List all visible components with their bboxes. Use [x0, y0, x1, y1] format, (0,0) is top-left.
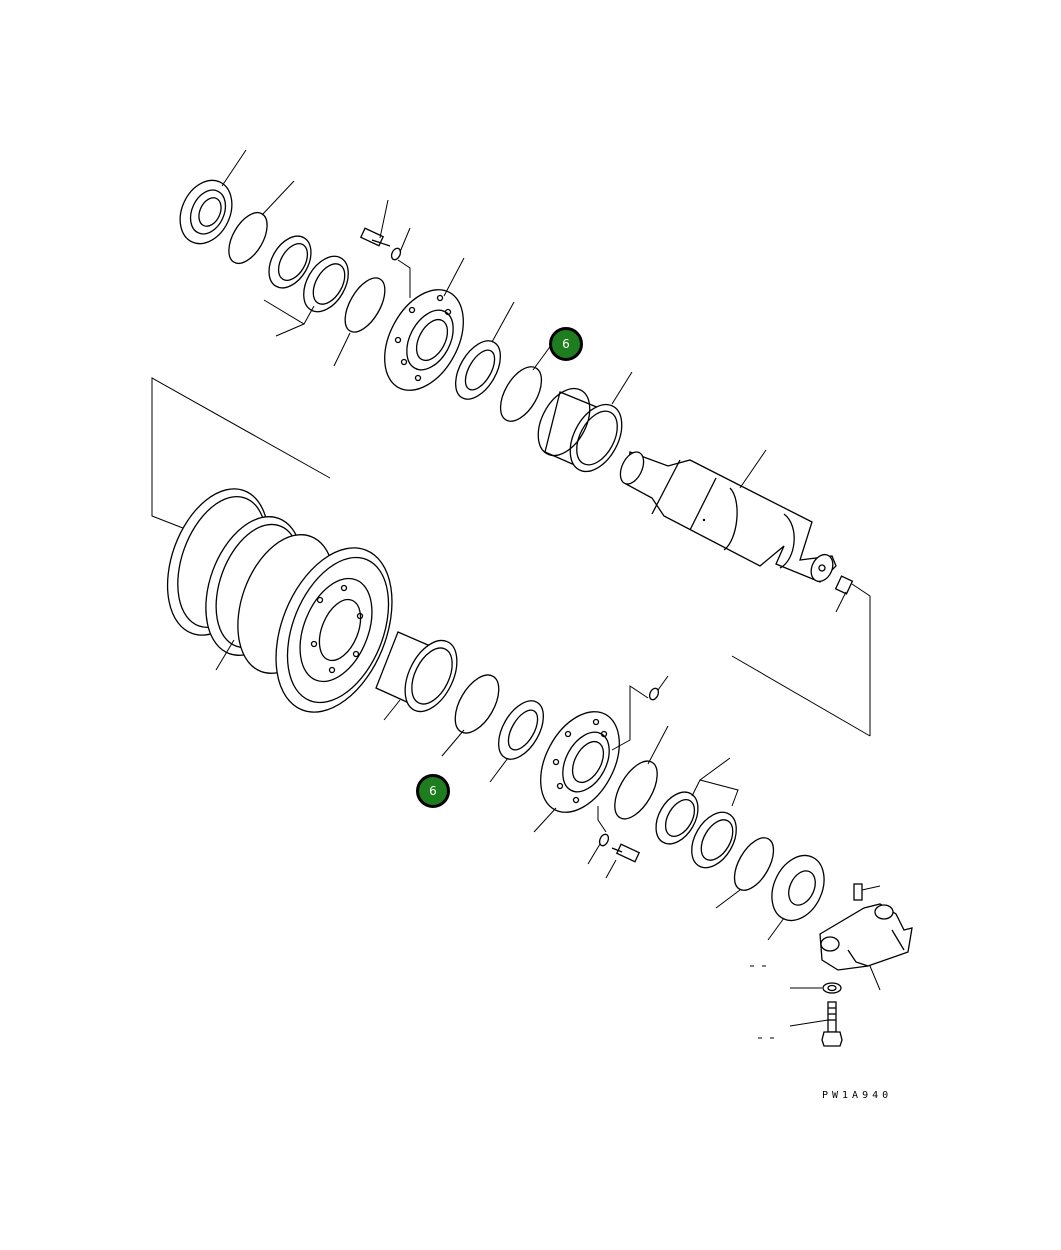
callout-6-lower[interactable]: 6	[416, 774, 450, 808]
thrust-washer-lower	[489, 700, 544, 783]
o-ring-upper-1	[228, 180, 295, 265]
support-bracket	[750, 903, 913, 991]
washer-lower-top	[648, 675, 669, 701]
collar-lower	[533, 685, 649, 833]
plug	[834, 575, 871, 736]
bushing-lower	[375, 631, 458, 721]
seal-ring-upper-b	[263, 255, 349, 337]
seal-ring-lower-b	[691, 757, 739, 869]
o-ring-lower-2	[614, 725, 669, 820]
roller-body	[166, 488, 393, 713]
floating-seal-lower	[767, 854, 825, 941]
thrust-washer-upper	[455, 301, 515, 400]
seal-ring-upper-a	[268, 235, 312, 289]
washer-upper	[390, 227, 411, 298]
bolt-upper	[359, 199, 391, 247]
bolt-bottom	[758, 1001, 843, 1047]
o-ring-upper-2	[333, 277, 386, 367]
washer-lower	[587, 806, 610, 865]
floating-seal-upper	[179, 149, 247, 245]
shaft	[619, 449, 837, 583]
seal-ring-lower-a	[655, 791, 699, 845]
pin	[853, 883, 881, 901]
o-ring-lower-3	[715, 837, 775, 909]
bracket-lines	[151, 377, 871, 737]
bolt-lower	[605, 843, 641, 879]
o-ring-upper-3	[499, 343, 553, 422]
washer-bottom	[790, 982, 842, 994]
drawing-code: PW1A940	[822, 1090, 893, 1101]
o-ring-lower-1	[441, 674, 500, 757]
bushing-upper	[537, 371, 633, 473]
collar-upper	[384, 257, 465, 391]
callout-6-upper[interactable]: 6	[549, 327, 583, 361]
